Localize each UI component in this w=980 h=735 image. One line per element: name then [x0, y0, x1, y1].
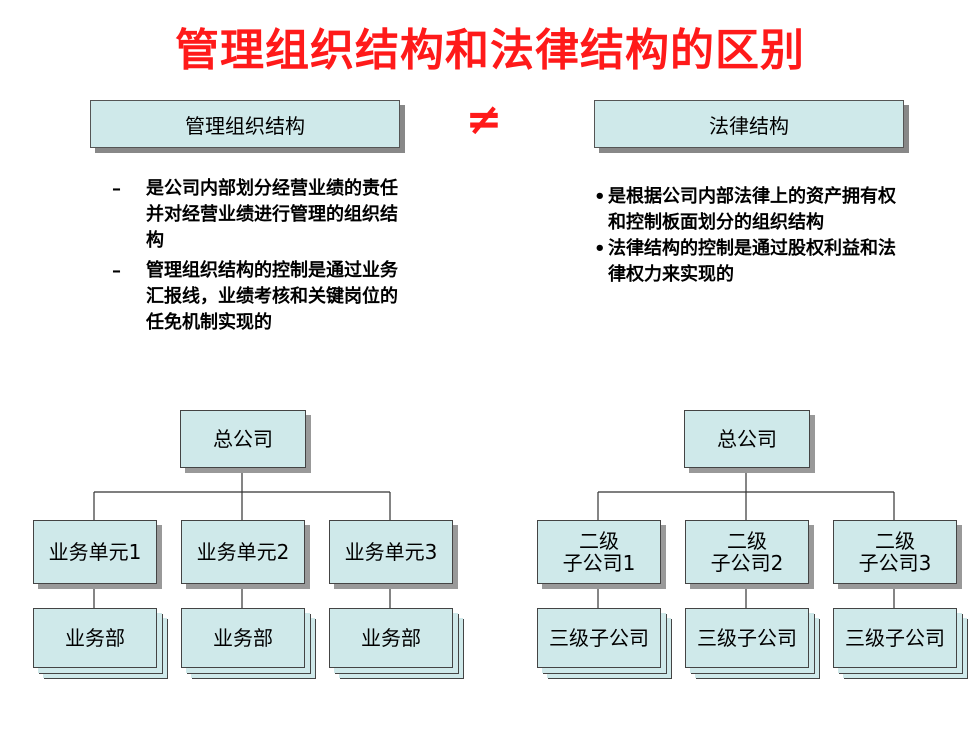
left-root-node: 总公司	[180, 410, 306, 468]
business-unit-2-label: 业务单元2	[196, 540, 290, 564]
subsidiary-2nd-2-line1: 二级	[727, 529, 767, 553]
right-bullet-2: • 法律结构的控制是通过股权利益和法律权力来实现的	[594, 236, 910, 288]
left-bullet-2-text: 管理组织结构的控制是通过业务汇报线，业绩考核和关键岗位的任免机制实现的	[146, 260, 398, 333]
department-2-node: 业务部	[181, 608, 305, 668]
left-header-label: 管理组织结构	[185, 113, 305, 138]
right-description: • 是根据公司内部法律上的资产拥有权和控制板面划分的组织结构 • 法律结构的控制…	[594, 184, 910, 288]
dash-icon: –	[112, 178, 121, 199]
department-3-node: 业务部	[329, 608, 453, 668]
subsidiary-2nd-1-line1: 二级	[579, 529, 619, 553]
page-title: 管理组织结构和法律结构的区别	[175, 25, 805, 76]
subsidiary-2nd-2-node: 二级 子公司2	[685, 520, 809, 584]
subsidiary-2nd-1-node: 二级 子公司1	[537, 520, 661, 584]
department-1-node: 业务部	[33, 608, 157, 668]
right-bullet-1-text: 是根据公司内部法律上的资产拥有权和控制板面划分的组织结构	[608, 186, 896, 233]
subsidiary-3rd-1-node: 三级子公司	[537, 608, 661, 668]
right-bullet-1: • 是根据公司内部法律上的资产拥有权和控制板面划分的组织结构	[594, 184, 910, 236]
subsidiary-2nd-1-line2: 子公司1	[562, 551, 636, 575]
department-2-label: 业务部	[213, 626, 273, 650]
subsidiary-2nd-3-node: 二级 子公司3	[833, 520, 957, 584]
left-header-box: 管理组织结构	[90, 100, 400, 148]
bullet-icon: •	[594, 186, 606, 207]
right-root-label: 总公司	[717, 427, 777, 451]
not-equal-icon: ≠	[465, 94, 503, 145]
subsidiary-3rd-2-label: 三级子公司	[697, 626, 797, 650]
right-bullet-2-text: 法律结构的控制是通过股权利益和法律权力来实现的	[608, 238, 896, 285]
subsidiary-2nd-3-line2: 子公司3	[858, 551, 932, 575]
left-description: – 是公司内部划分经营业绩的责任并对经营业绩进行管理的组织结构 – 管理组织结构…	[112, 176, 402, 340]
right-header-box: 法律结构	[594, 100, 904, 148]
subsidiary-3rd-3-label: 三级子公司	[845, 626, 945, 650]
business-unit-1-label: 业务单元1	[48, 540, 142, 564]
left-bullet-2: – 管理组织结构的控制是通过业务汇报线，业绩考核和关键岗位的任免机制实现的	[112, 258, 402, 336]
left-bullet-1-text: 是公司内部划分经营业绩的责任并对经营业绩进行管理的组织结构	[146, 178, 398, 251]
bullet-icon: •	[594, 238, 606, 259]
business-unit-1-node: 业务单元1	[33, 520, 157, 584]
department-1-label: 业务部	[65, 626, 125, 650]
subsidiary-3rd-3-node: 三级子公司	[833, 608, 957, 668]
subsidiary-2nd-3-line1: 二级	[875, 529, 915, 553]
left-bullet-1: – 是公司内部划分经营业绩的责任并对经营业绩进行管理的组织结构	[112, 176, 402, 254]
business-unit-3-node: 业务单元3	[329, 520, 453, 584]
department-3-label: 业务部	[361, 626, 421, 650]
subsidiary-2nd-2-line2: 子公司2	[710, 551, 784, 575]
subsidiary-3rd-2-node: 三级子公司	[685, 608, 809, 668]
dash-icon: –	[112, 260, 121, 281]
left-root-label: 总公司	[213, 427, 273, 451]
subsidiary-3rd-1-label: 三级子公司	[549, 626, 649, 650]
right-root-node: 总公司	[684, 410, 810, 468]
right-header-label: 法律结构	[709, 113, 789, 138]
business-unit-3-label: 业务单元3	[344, 540, 438, 564]
business-unit-2-node: 业务单元2	[181, 520, 305, 584]
